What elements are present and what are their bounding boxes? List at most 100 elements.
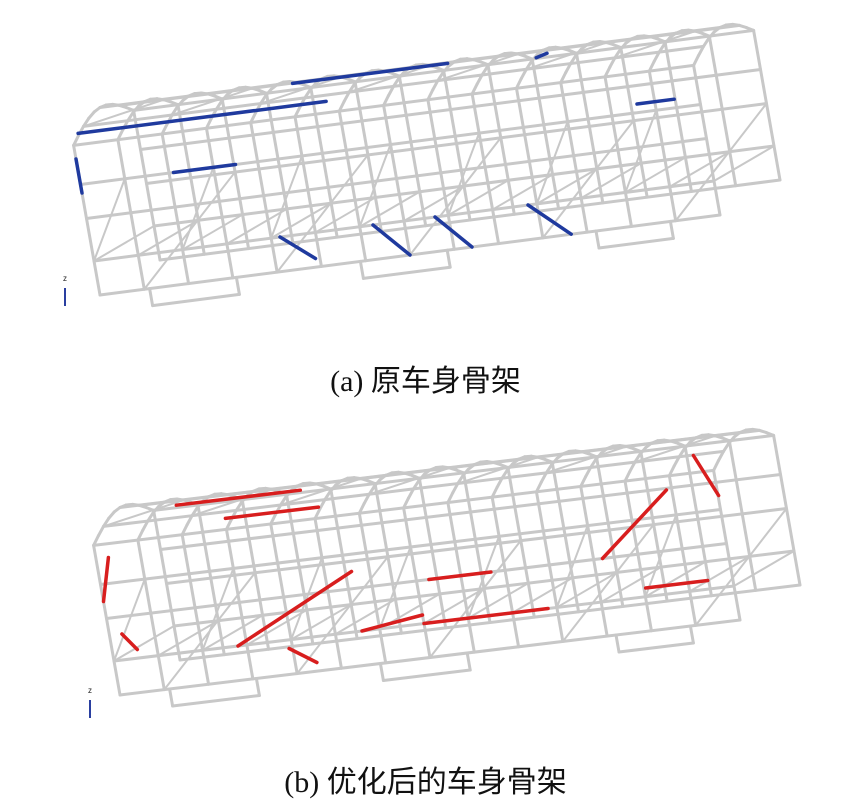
- frame-post: [329, 487, 359, 641]
- roof-arch: [136, 528, 145, 542]
- roof-arch: [612, 43, 623, 50]
- frame-post: [92, 543, 122, 697]
- floor-crossmember: [688, 555, 751, 593]
- roof-arch: [696, 44, 705, 58]
- frame-post: [486, 63, 516, 216]
- roof-arch: [500, 468, 509, 480]
- floor-crossmember: [733, 550, 795, 587]
- frame-post: [417, 476, 448, 630]
- axis-arrow-icon: [89, 700, 91, 718]
- roof-arch: [116, 128, 125, 142]
- roof-arch: [411, 479, 421, 491]
- roof-diagonal: [259, 75, 342, 105]
- roof-diagonal: [436, 52, 520, 82]
- roof-arch: [716, 449, 725, 463]
- roof-arch: [589, 457, 598, 469]
- roof-arch: [249, 111, 258, 125]
- floor-crossmember: [93, 225, 155, 262]
- frame-post: [204, 126, 235, 280]
- roof-arch: [451, 482, 460, 495]
- floor-crossmember: [668, 150, 731, 188]
- roof-arch: [721, 441, 731, 453]
- underframe-diagonal: [276, 153, 369, 274]
- roof-rail: [101, 519, 150, 528]
- highlighted-member: [120, 632, 140, 652]
- frame-post: [603, 75, 633, 228]
- roof-arch: [234, 500, 244, 512]
- highlighted-member: [74, 157, 84, 195]
- floor-crossmember: [447, 179, 510, 217]
- frame-post: [579, 484, 609, 638]
- roof-arch: [313, 507, 322, 521]
- frame-post: [152, 508, 182, 662]
- roof-diagonal: [279, 477, 362, 506]
- highlighted-member: [76, 99, 328, 136]
- roof-arch: [303, 88, 312, 100]
- frame-post: [160, 132, 191, 286]
- floor-crossmember: [137, 219, 200, 257]
- roof-arch: [257, 88, 268, 95]
- roof-diagonal: [456, 456, 540, 485]
- roof-arch: [160, 122, 169, 136]
- floor-crossmember: [600, 566, 663, 604]
- roof-arch: [712, 459, 720, 472]
- floor-crossmember: [713, 145, 775, 182]
- frame-post: [639, 449, 669, 603]
- highlighted-member: [174, 488, 303, 507]
- roof-arch: [426, 88, 435, 102]
- roof-diagonal: [545, 445, 628, 474]
- roof-arch: [337, 99, 346, 113]
- highlighted-member: [101, 555, 111, 604]
- side-diagonal: [181, 166, 215, 251]
- figure-a: z (a) 原车身骨架: [0, 0, 851, 400]
- frame-post: [337, 109, 368, 263]
- roof-arch: [402, 496, 410, 510]
- floor-crossmember: [245, 608, 308, 646]
- roof-diagonal: [82, 98, 165, 128]
- side-diagonal: [624, 109, 658, 194]
- caption-b: (b) 优化后的车身骨架: [284, 766, 567, 799]
- roof-diagonal: [171, 87, 254, 116]
- floor-crossmember: [535, 167, 598, 205]
- roof-arch: [269, 512, 278, 526]
- roof-arch: [214, 99, 224, 111]
- frame-post: [490, 495, 521, 649]
- side-diagonal: [378, 546, 412, 630]
- frame-post: [284, 492, 315, 646]
- floor-crossmember: [644, 560, 707, 598]
- roof-arch: [564, 62, 573, 75]
- lower-frame: [594, 229, 601, 250]
- side-diagonal: [113, 578, 146, 662]
- roof-arch: [475, 73, 484, 86]
- highlighted-member: [278, 235, 318, 261]
- roof-arch: [603, 65, 612, 79]
- floor-crossmember: [113, 625, 175, 662]
- roof-arch: [141, 519, 150, 532]
- roof-arch: [480, 65, 489, 77]
- frame-post: [293, 115, 323, 268]
- floor-crossmember: [580, 162, 643, 200]
- highlighted-member: [171, 162, 238, 175]
- roof-arch: [539, 471, 548, 484]
- roof-arch: [357, 501, 366, 515]
- roof-arch: [366, 479, 377, 486]
- roof-arch: [657, 42, 666, 54]
- highlighted-member: [287, 646, 319, 665]
- frame-post: [176, 103, 206, 256]
- roof-arch: [224, 518, 233, 531]
- highlighted-member: [635, 97, 676, 106]
- roof-arch: [677, 447, 686, 459]
- underframe-diagonal: [561, 523, 655, 643]
- roof-arch: [169, 100, 180, 107]
- floor-crossmember: [423, 587, 485, 625]
- frame-post: [220, 97, 251, 251]
- floor-crossmember: [225, 207, 288, 245]
- side-diagonal: [467, 535, 501, 620]
- frame-post: [594, 455, 625, 608]
- lower-frame: [361, 265, 452, 280]
- highlighted-member: [427, 570, 493, 582]
- roof-arch: [126, 111, 135, 123]
- roof-arch: [185, 514, 194, 527]
- underframe-diagonal: [694, 507, 788, 627]
- side-diagonal: [93, 177, 126, 262]
